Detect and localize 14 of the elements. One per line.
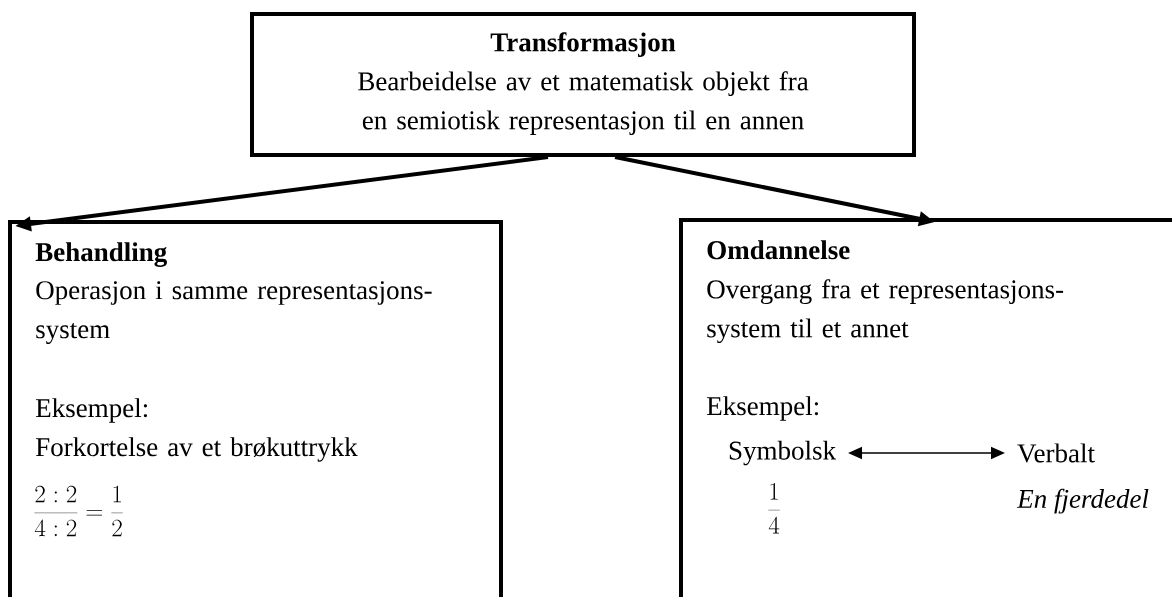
term: Symbolsk <box>729 440 837 466</box>
heading: Omdannelse <box>707 240 850 260</box>
description: Overgang fra et representasjons- system til et annet <box>707 279 1064 344</box>
description: Bearbeidelse av et matematisk objekt fra en semiotisk representasjon til en annen <box>358 71 809 135</box>
formula: $\frac{2:2}{4:2}=\frac{1}{2}$ <box>34 485 123 537</box>
example-label: Eksempel: <box>707 396 818 421</box>
example-label: Eksempel: <box>36 398 147 423</box>
title: Transformasjon <box>490 32 676 57</box>
description: Operasjon i samme representasjons- system <box>36 281 432 344</box>
heading: Behandling <box>35 242 167 267</box>
term: Verbalt <box>1017 443 1095 463</box>
node-label: En fjerdedel <box>1016 488 1149 514</box>
node-label: $\frac{1}{4}$ <box>768 483 780 534</box>
example-text: Forkortelse av et brøkuttrykk <box>36 437 358 462</box>
